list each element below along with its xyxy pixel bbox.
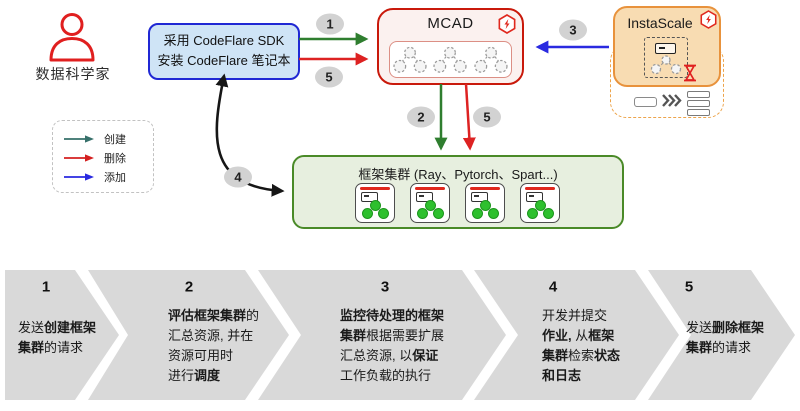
cluster-icon xyxy=(410,183,450,223)
legend-label-delete: 删除 xyxy=(104,152,126,165)
cluster-icon xyxy=(355,183,395,223)
server-window-icon xyxy=(655,43,676,54)
codeflare-sdk-node: 采用 CodeFlare SDK 安装 CodeFlare 笔记本 xyxy=(148,23,300,80)
step-text-5: 发送删除框架集群的请求 xyxy=(686,320,765,355)
operator-hexagon-icon xyxy=(700,10,717,29)
step-number-1: 1 xyxy=(41,278,51,296)
delete-arrow-icon xyxy=(63,153,95,163)
data-scientist-icon xyxy=(49,13,95,62)
arrow-badge-1: 1 xyxy=(316,13,344,35)
hourglass-icon xyxy=(684,64,696,82)
step-text-4: 开发并提交作业, 从框架集群检索状态和日志 xyxy=(542,308,621,383)
create-arrow-icon xyxy=(63,134,95,144)
step-number-2: 2 xyxy=(184,278,194,296)
framework-cluster-node: 框架集群 (Ray、Pytorch、Spart...) xyxy=(292,155,624,229)
arrow-badge-4: 4 xyxy=(224,166,252,188)
framework-cluster-title: 框架集群 (Ray、Pytorch、Spart...) xyxy=(358,167,558,182)
arrow-badge-5-top: 5 xyxy=(315,66,343,88)
instascale-title: InstaScale xyxy=(627,15,693,31)
sdk-line-1: 采用 CodeFlare SDK xyxy=(163,33,285,48)
node-tree-icon xyxy=(650,55,682,75)
instascale-node: InstaScale xyxy=(613,6,721,87)
resource-pill-icon xyxy=(634,97,657,107)
step-text-2: 评估框架集群的汇总资源, 并在资源可用时进行调度 xyxy=(168,308,260,383)
operator-hexagon-icon xyxy=(498,14,516,34)
data-scientist-label: 数据科学家 xyxy=(35,66,111,82)
legend-label-add: 添加 xyxy=(104,171,126,184)
cluster-icon xyxy=(465,183,505,223)
step-number-4: 4 xyxy=(548,278,558,296)
node-stack-icon xyxy=(687,91,710,118)
mcad-node: MCAD xyxy=(377,8,524,85)
workload-tree-icon xyxy=(393,46,427,73)
scale-chevrons-icon xyxy=(662,94,682,107)
step-text-1: 发送创建框架集群的请求 xyxy=(18,320,97,355)
arrow-badge-5-mid: 5 xyxy=(473,106,501,128)
cluster-icon xyxy=(520,183,560,223)
step-number-5: 5 xyxy=(684,278,694,296)
add-arrow-icon xyxy=(63,172,95,182)
legend-label-create: 创建 xyxy=(104,133,126,146)
step-text-3: 监控待处理的框架集群根据需要扩展汇总资源, 以保证工作负载的执行 xyxy=(340,308,445,383)
legend-item-delete: 删除 xyxy=(63,149,143,166)
workload-tree-icon xyxy=(433,46,468,73)
workload-tree-icon xyxy=(474,46,508,73)
step-number-3: 3 xyxy=(380,278,390,296)
mcad-queue-panel xyxy=(389,41,512,78)
sdk-line-2: 安装 CodeFlare 笔记本 xyxy=(157,53,291,68)
legend-item-add: 添加 xyxy=(63,168,143,185)
delete-arrow-mcad-to-cluster xyxy=(462,83,476,151)
arrow-badge-3: 3 xyxy=(559,19,587,41)
machine-icon xyxy=(644,37,688,78)
mcad-title: MCAD xyxy=(427,15,474,32)
legend-item-create: 创建 xyxy=(63,130,143,147)
legend: 创建 删除 添加 xyxy=(52,120,154,193)
arrow-badge-2: 2 xyxy=(407,106,435,128)
